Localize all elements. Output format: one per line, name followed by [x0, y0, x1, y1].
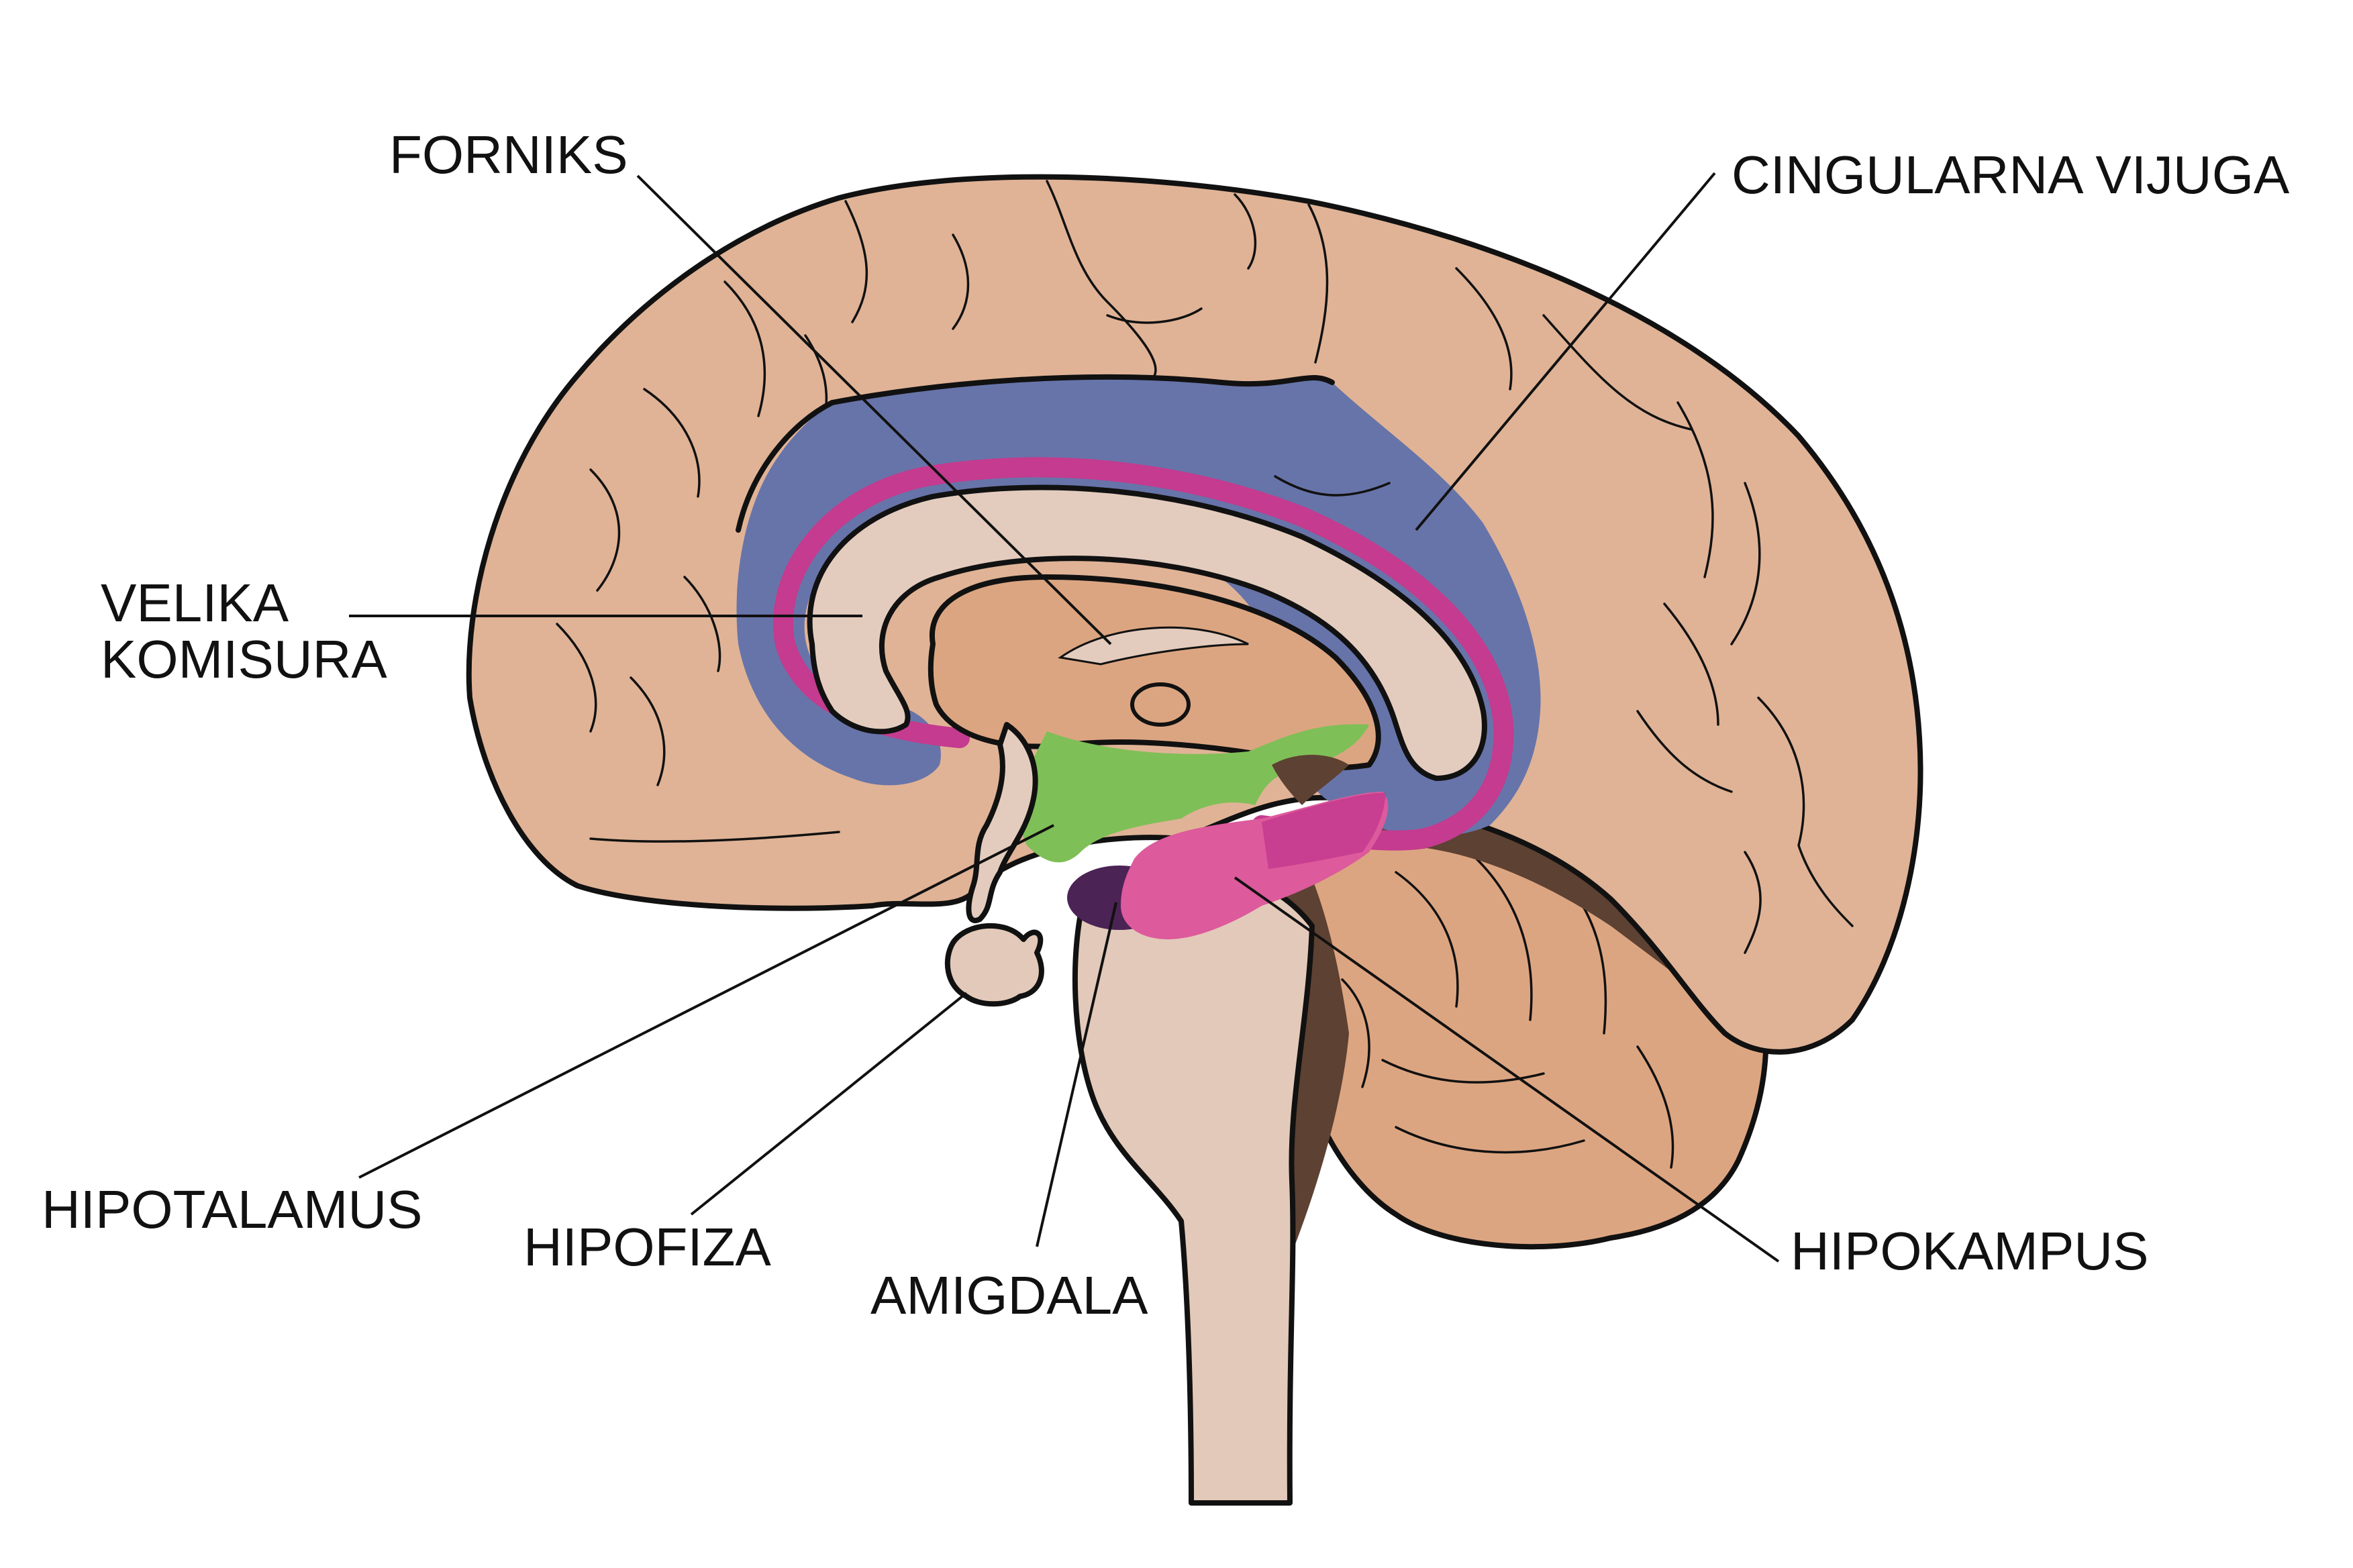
thalamus	[928, 574, 1381, 771]
label-hipotalamus: HIPOTALAMUS	[42, 1180, 423, 1239]
leader-hipokampus	[1234, 876, 1780, 1263]
fornix-body	[1058, 626, 1249, 666]
label-hipofiza: HIPOFIZA	[523, 1217, 772, 1277]
leader-forniks	[636, 174, 1112, 645]
leader-cingularna-vijuga	[1415, 172, 1716, 531]
label-forniks: FORNIKS	[389, 125, 628, 185]
fornix	[772, 457, 1514, 851]
hippocampus-overlap	[1262, 792, 1386, 869]
label-velika-komisura-line1: VELIKA	[101, 573, 289, 633]
label-amigdala: AMIGDALA	[870, 1265, 1148, 1325]
brainstem	[1072, 863, 1315, 1506]
label-hipokampus: HIPOKAMPUS	[1791, 1221, 2148, 1281]
label-velika-komisura-line2: KOMISURA	[101, 629, 387, 689]
corpus-callosum	[807, 484, 1487, 781]
pituitary-gland	[944, 923, 1044, 1007]
hypothalamus	[1019, 724, 1369, 863]
label-cingularna-vijuga: CINGULARNA VIJUGA	[1732, 145, 2290, 205]
leader-amigdala	[1036, 902, 1117, 1247]
interthalamic-adhesion	[1130, 682, 1191, 727]
leader-hipotalamus	[358, 824, 1054, 1179]
leader-hipofiza	[690, 992, 968, 1216]
pituitary-stalk	[966, 722, 1038, 923]
mammillary-region	[1272, 755, 1349, 805]
